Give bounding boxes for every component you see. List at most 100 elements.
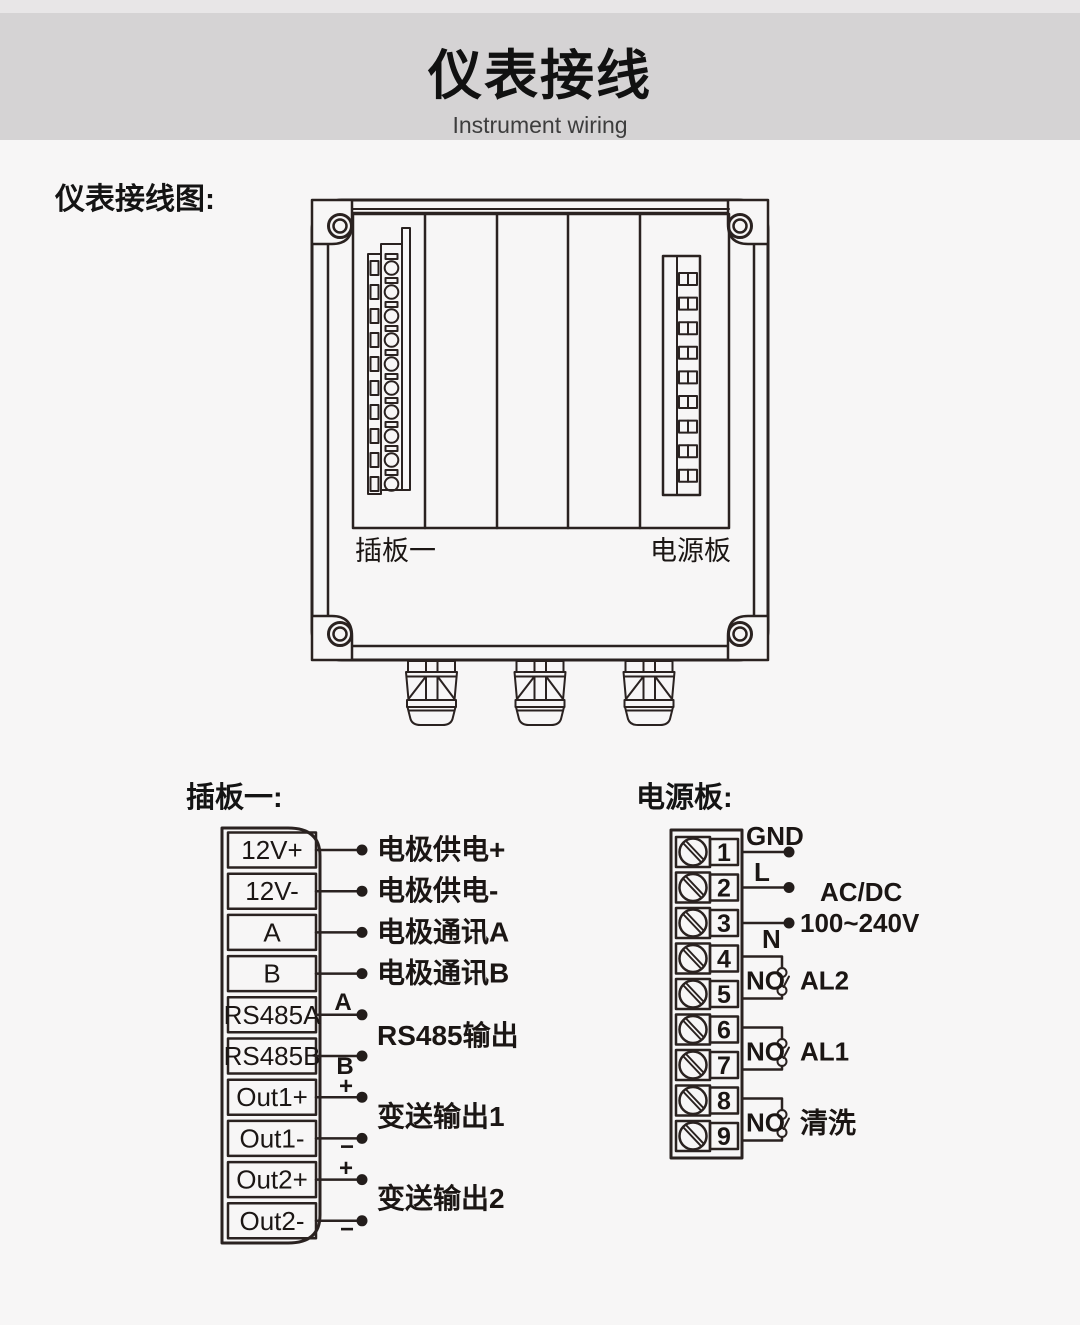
relay-contact-icon [776, 1109, 788, 1120]
wire-label: 电极供电+ [377, 834, 505, 865]
pin-slot [369, 404, 380, 420]
wire-gnd: GND [740, 821, 804, 858]
number-cell [708, 908, 740, 938]
terminal-hole [383, 284, 400, 300]
terminal-box: B [226, 954, 318, 993]
plugboard-housing [220, 826, 322, 1245]
voltage-label: 100~240V [800, 908, 920, 938]
terminal-number: 5 [717, 981, 731, 1009]
plugboard-title: 插板一: [186, 782, 283, 814]
pin-slot [369, 428, 380, 444]
pin-slot [369, 332, 380, 348]
corner-screw-icon [327, 621, 353, 647]
relay-blade [782, 975, 790, 988]
terminal-bar [384, 373, 399, 380]
wire-out1-minus: − [314, 1132, 368, 1160]
wire-line: L [740, 857, 795, 893]
terminal-bar [384, 325, 399, 332]
wire-mark-plus: + [339, 1155, 353, 1182]
wire-neutral: N [740, 917, 795, 954]
gland-cap [406, 706, 457, 726]
diagram-section-label: 仪表接线图: [55, 183, 215, 216]
corner-screw-icon [327, 213, 353, 239]
terminal-box: Out2- [226, 1202, 318, 1240]
number-cell [708, 837, 740, 867]
header-banner: 仪表接线 Instrument wiring [0, 13, 1080, 140]
terminal-bar [384, 445, 399, 452]
gnd-label: GND [746, 821, 804, 851]
number-cell [708, 1121, 740, 1151]
relay-clean: NO 清洗 [740, 1097, 856, 1142]
terminal-label: RS485B [224, 1041, 321, 1071]
relay-al2: NO AL2 [740, 955, 849, 1000]
number-cell [708, 1050, 740, 1080]
terminal-number: 2 [717, 875, 731, 903]
screw-icon [678, 1085, 708, 1116]
wire-12v-minus [314, 885, 368, 897]
panel-frame [351, 212, 731, 530]
connection-dot [356, 926, 368, 938]
connection-dot [356, 885, 368, 897]
screw-slot [685, 840, 705, 861]
terminal-number: 8 [717, 1088, 731, 1116]
connection-dot [356, 1174, 368, 1186]
wire-label: 电极供电- [377, 875, 498, 906]
gland-cap [515, 706, 565, 726]
relay-blade [782, 1117, 790, 1130]
terminal-hole [383, 260, 400, 276]
no-label: NO [746, 1108, 785, 1138]
relay-al1: NO AL1 [740, 1026, 849, 1071]
screw-slot [685, 982, 705, 1003]
pin-slot [369, 284, 380, 300]
screw-inner [732, 218, 748, 234]
powerboard-housing [669, 828, 744, 1160]
power-terminal-row: 4 [674, 942, 740, 975]
connection-dot [356, 1050, 368, 1062]
screw-cell [674, 1048, 712, 1082]
wire-label: RS485输出 [377, 1019, 519, 1051]
pin-strip [367, 253, 382, 495]
terminal-label: B [263, 959, 280, 989]
terminal-hole [383, 332, 400, 348]
power-terminal-row: 6 [674, 1013, 740, 1046]
wire-mark-a: A [334, 989, 351, 1016]
terminal-hole [383, 452, 400, 468]
terminal-box: RS485B [224, 1037, 321, 1075]
corner-screw-icon [727, 621, 753, 647]
terminal-label: Out1- [239, 1123, 304, 1153]
terminal-box: A [226, 913, 318, 952]
screw-slot [685, 911, 705, 932]
connection-dot [783, 846, 795, 858]
number-cell [708, 873, 740, 902]
terminal-number: 7 [717, 1052, 731, 1080]
terminal-box: 12V+ [226, 831, 318, 869]
screw-slot [682, 1126, 702, 1147]
connection-dot [356, 968, 368, 980]
screw-icon [678, 1121, 708, 1151]
wire-label: 变送输出1 [377, 1100, 505, 1132]
connector-slots [678, 272, 698, 483]
power-terminal-row: 2 [674, 871, 740, 904]
screw-cell [674, 942, 712, 975]
powerboard-title: 电源板: [636, 782, 733, 814]
relay-wire-bottom [740, 1064, 784, 1071]
screw-icon [678, 943, 708, 974]
number-cell [708, 1015, 740, 1044]
terminal-label: 12V- [245, 876, 299, 906]
screw-slot [682, 878, 702, 899]
wire-label: 电极通讯B [377, 958, 509, 989]
top-strip [0, 0, 1080, 13]
wire-rs485a: A [314, 989, 368, 1021]
gland-facet [516, 676, 535, 700]
screw-outer [727, 621, 753, 647]
terminal-hole [383, 308, 400, 324]
relay-contact-icon [776, 1038, 788, 1049]
connector-frame [661, 254, 702, 497]
corner-mounts [310, 198, 770, 662]
gland-facet [545, 676, 564, 700]
screw-slot [682, 1091, 702, 1112]
wire-label: 电极通讯A [377, 916, 509, 947]
pin-slot [369, 452, 380, 468]
connection-dot [356, 844, 368, 856]
